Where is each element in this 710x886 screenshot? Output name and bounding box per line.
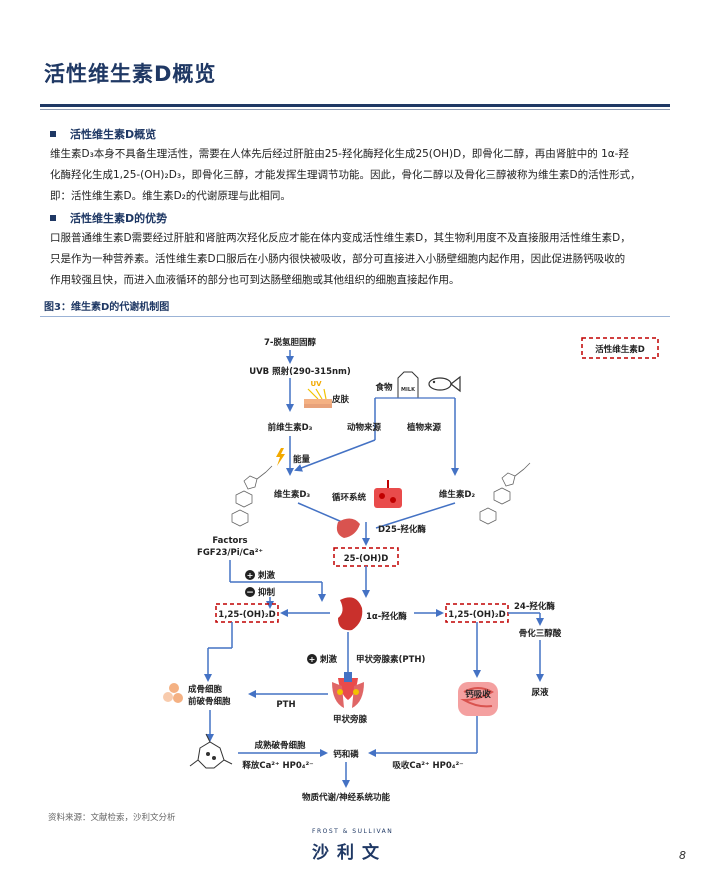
paragraph-line: 只是作为一种营养素。活性维生素D口服后在小肠内很快被吸收，部分可直接进入小肠壁细… <box>50 253 626 265</box>
pth-short-label: PTH <box>276 700 295 710</box>
blood-circulation-icon <box>374 480 402 508</box>
section-heading-overview: 活性维生素D概览 <box>50 126 156 142</box>
section-heading-advantage: 活性维生素D的优势 <box>50 210 167 226</box>
previtamin-d3-label: 前维生素D₃ <box>268 422 313 433</box>
osteoblast-cluster-icon <box>163 683 183 703</box>
legend-box <box>581 337 659 359</box>
urine-label: 尿液 <box>531 687 549 698</box>
brand-logo: 沙利文 <box>312 843 387 863</box>
absorb-ca-label: 吸收Ca²⁺ HP0₄²⁻ <box>392 760 463 771</box>
1alpha-hydroxylase-label: 1α-羟化酶 <box>366 611 407 622</box>
arrow-animal-d3 <box>294 439 376 472</box>
125oh2d-left-label: 1,25-(OH)₂D <box>218 610 275 620</box>
vitamin-d2-label: 维生素D₂ <box>439 489 476 500</box>
125oh2d-right-label: 1,25-(OH)₂D <box>448 610 505 620</box>
dehydrocholesterol-label: 7-脱氢胆固醇 <box>264 337 316 348</box>
plus-icon <box>245 570 255 580</box>
paragraph-line: 作用较强且快，而进入血液循环的部分也可到达肠壁细胞或其他组织的细胞直接起作用。 <box>50 274 460 286</box>
24-hydroxylase-label: 24-羟化酶 <box>514 601 555 612</box>
calcium-absorption-label: 钙吸收 <box>465 689 491 700</box>
calcium-phosphorus-label: 钙和磷 <box>333 749 359 760</box>
page-number: 8 <box>679 849 686 862</box>
125oh2d-left-box <box>215 603 279 623</box>
uv-skin-icon: UV <box>304 380 332 408</box>
paragraph-line: 化酶羟化生成1,25-(OH)₂D₃，即骨化三醇，才能发挥生理调节功能。因此，骨… <box>50 169 641 181</box>
svg-text:MILK: MILK <box>401 387 416 393</box>
inhibit-label: 抑制 <box>258 587 276 598</box>
factors-label: Factors <box>212 536 247 546</box>
metabolism-label: 物质代谢/神经系统功能 <box>302 792 391 803</box>
release-ca-label: 释放Ca²⁺ HP0₄²⁻ <box>242 760 313 771</box>
minus-icon <box>245 587 255 597</box>
intestine-icon <box>458 682 498 716</box>
25oh-d-label: 25-(OH)D <box>344 554 389 564</box>
title-divider-thin <box>40 109 670 110</box>
mature-osteoclast-label: 成熟破骨细胞 <box>254 740 306 751</box>
kidney-icon <box>338 597 363 631</box>
svg-text:+: + <box>247 571 254 580</box>
bullet-square-icon <box>50 131 56 137</box>
uvb-label: UVB 照射(290-315nm) <box>249 366 351 377</box>
circulation-label: 循环系统 <box>332 492 367 503</box>
mature-osteoclast-icon <box>189 733 233 769</box>
source-note: 资料来源：文献检索，沙利文分析 <box>48 813 176 823</box>
paragraph-line: 即：活性维生素D。维生素D₂的代谢原理与此相同。 <box>50 190 291 202</box>
legend-label: 活性维生素D <box>595 344 645 355</box>
parathyroid-label: 甲状旁腺 <box>333 714 368 725</box>
paragraph-line: 维生素D₃本身不具备生理活性，需要在人体先后经过肝脏由25-羟化酶羟化生成25(… <box>50 148 629 160</box>
skin-label: 皮肤 <box>331 394 350 405</box>
bullet-square-icon <box>50 215 56 221</box>
figure-caption-divider <box>40 316 670 317</box>
brand-subtitle: FROST & SULLIVAN <box>312 828 394 835</box>
lightning-icon <box>276 448 285 466</box>
stimulate-label: 刺激 <box>257 570 276 581</box>
food-label: 食物 <box>375 382 393 393</box>
svg-text:+: + <box>309 655 316 664</box>
osteoblast-label: 成骨细胞 <box>188 684 223 695</box>
milk-carton-icon: MILK <box>397 371 419 399</box>
page-title: 活性维生素D概览 <box>44 62 217 86</box>
title-divider <box>40 104 670 107</box>
svg-text:UV: UV <box>310 380 322 388</box>
fish-icon <box>428 375 461 393</box>
plus-icon <box>307 654 317 664</box>
pth-hormone-label: 甲状旁腺素(PTH) <box>356 654 426 665</box>
paragraph-overview: 维生素D₃本身不具备生理活性，需要在人体先后经过肝脏由25-羟化酶羟化生成25(… <box>50 144 670 207</box>
d25-hydroxylase-label: D25-羟化酶 <box>378 524 426 535</box>
fgf23-label: FGF23/Pi/Ca²⁺ <box>197 548 263 558</box>
paragraph-line: 口服普通维生素D需要经过肝脏和肾脏两次羟化反应才能在体内变成活性维生素D，其生物… <box>50 232 631 244</box>
animal-source-label: 动物来源 <box>347 422 382 433</box>
vitamin-d3-molecule-icon <box>231 465 273 527</box>
liver-icon <box>336 518 360 538</box>
energy-label: 能量 <box>293 454 311 465</box>
preosteoclast-label: 前破骨细胞 <box>188 696 231 707</box>
figure-caption: 图3：维生素D的代谢机制图 <box>44 302 170 313</box>
parathyroid-icon <box>332 672 364 708</box>
line-d2-merge <box>375 502 456 529</box>
plant-source-label: 植物来源 <box>406 422 442 433</box>
svg-text:−: − <box>246 588 254 598</box>
calcitroic-acid-label: 骨化三醇酸 <box>519 628 562 639</box>
paragraph-advantage: 口服普通维生素D需要经过肝脏和肾脏两次羟化反应才能在体内变成活性维生素D，其生物… <box>50 228 670 291</box>
vitamin-d2-molecule-icon <box>479 462 531 525</box>
vitamin-d3-label: 维生素D₃ <box>274 489 311 500</box>
pth-stimulate-label: 刺激 <box>319 654 338 665</box>
